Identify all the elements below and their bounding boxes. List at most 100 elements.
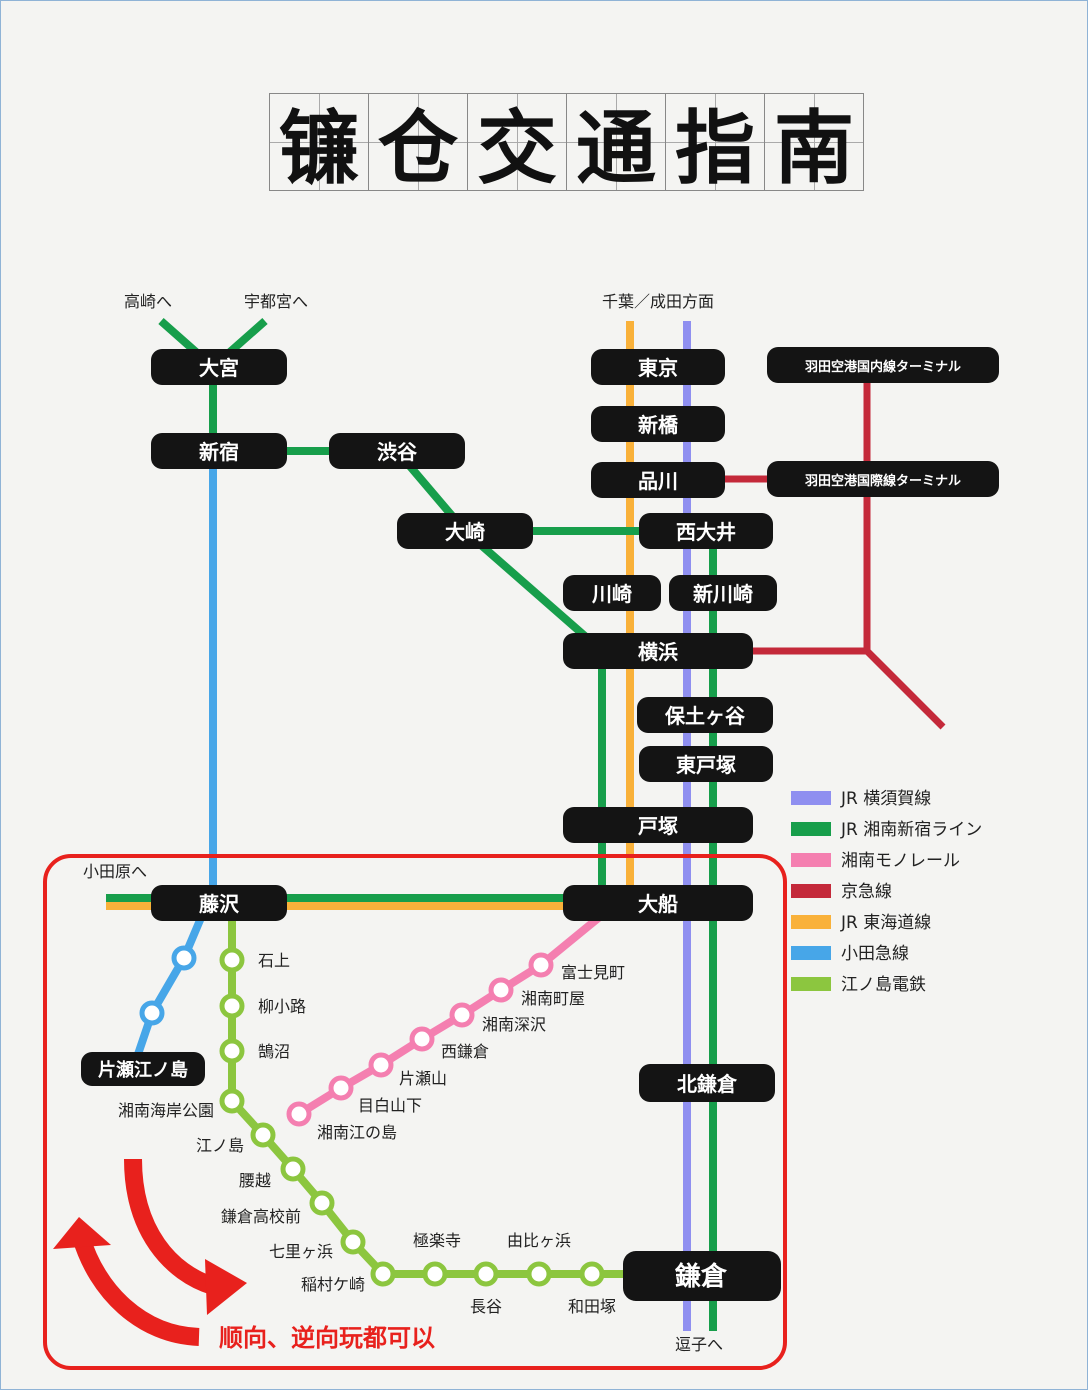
enoden-stop[interactable] [422,1261,448,1287]
station-label: 新宿 [199,440,239,464]
station-yokohama[interactable]: 横浜 [563,633,753,669]
enoden-stop[interactable] [473,1261,499,1287]
enoden-stop[interactable] [219,947,245,973]
station-haneda-international[interactable]: 羽田空港国際線ターミナル [767,461,999,497]
enoden-stop[interactable] [309,1190,335,1216]
station-osaki[interactable]: 大崎 [397,513,533,549]
station-label: 新川崎 [693,582,753,606]
title-char: 通 [566,93,666,195]
legend: JR 横須賀線 JR 湘南新宿ライン 湘南モノレール 京急線 JR 東海道線 小… [791,789,982,995]
stop-label: 西鎌倉 [441,1042,489,1061]
enoden-stop[interactable] [280,1156,306,1182]
enoden-stop[interactable] [340,1229,366,1255]
monorail-stop[interactable] [328,1075,354,1101]
line-keikyu [864,648,946,730]
stop-label: 稲村ケ崎 [301,1275,365,1294]
station-nishioi[interactable]: 西大井 [639,513,773,549]
stop-label: 由比ヶ浜 [507,1231,571,1250]
stop-label: 和田塚 [568,1297,616,1316]
station-label: 大宮 [199,356,239,380]
stop-label: 極楽寺 [413,1231,461,1250]
stop-label: 鎌倉高校前 [221,1207,301,1226]
monorail-stop[interactable] [488,977,514,1003]
station-fujisawa[interactable]: 藤沢 [151,885,287,921]
stop-label: 腰越 [239,1171,271,1190]
station-totsuka[interactable]: 戸塚 [563,807,753,843]
station-kamakura[interactable]: 鎌倉 [623,1251,781,1301]
stop-label: 柳小路 [258,997,306,1016]
station-label: 北鎌倉 [677,1072,738,1096]
station-label: 戸塚 [638,814,678,838]
station-label: 横浜 [638,640,678,664]
line-enoden [228,906,701,1278]
monorail-stop[interactable] [528,952,554,978]
stop-label: 長谷 [470,1297,502,1316]
title-char: 交 [467,93,567,195]
station-label: 東戸塚 [676,753,736,777]
monorail-stop[interactable] [286,1101,312,1127]
stop-label: 七里ヶ浜 [269,1242,333,1261]
monorail-stop[interactable] [449,1002,475,1028]
title-char: 南 [764,93,864,195]
enoden-stop[interactable] [219,1038,245,1064]
stop-label: 片瀬山 [399,1069,447,1088]
station-katase-enoshima[interactable]: 片瀬江ノ島 [81,1052,205,1086]
stop-label: 湘南江の島 [317,1123,397,1142]
legend-label: 小田急線 [841,944,909,964]
legend-swatch [791,884,831,898]
station-label: 品川 [638,469,678,493]
station-label: 大船 [638,892,678,916]
stop-label: 鵠沼 [258,1042,290,1061]
station-label: 片瀬江ノ島 [98,1059,188,1081]
enoden-stop[interactable] [526,1261,552,1287]
monorail-stop[interactable] [368,1052,394,1078]
stop-label: 湘南海岸公園 [118,1101,214,1120]
station-higashitotsuka[interactable]: 東戸塚 [639,746,773,782]
station-haneda-domestic[interactable]: 羽田空港国内線ターミナル [767,347,999,383]
station-shinkawasaki[interactable]: 新川崎 [669,575,777,611]
legend-label: JR 湘南新宿ライン [840,820,982,840]
stop-label: 湘南町屋 [521,989,585,1008]
enoden-stop[interactable] [250,1122,276,1148]
title-char: 镰 [269,93,369,195]
station-omiya[interactable]: 大宮 [151,349,287,385]
station-ofuna[interactable]: 大船 [563,885,753,921]
station-label: 羽田空港国際線ターミナル [805,473,961,489]
station-shibuya[interactable]: 渋谷 [329,433,465,469]
station-tokyo[interactable]: 東京 [591,349,725,385]
line-odakyu [129,904,210,1071]
legend-swatch [791,915,831,929]
station-kitakamakura[interactable]: 北鎌倉 [639,1064,775,1102]
legend-swatch [791,977,831,991]
title-char: 仓 [368,93,468,195]
station-label: 保土ヶ谷 [664,704,746,728]
station-label: 西大井 [676,520,736,544]
odakyu-stop[interactable] [171,945,197,971]
station-label: 東京 [638,356,678,380]
legend-label: 京急線 [841,882,892,902]
legend-swatch [791,946,831,960]
monorail-stop[interactable] [409,1026,435,1052]
clockwise-arrow-icon [124,1158,247,1315]
station-label: 大崎 [445,520,485,544]
station-shinagawa[interactable]: 品川 [591,462,725,498]
enoden-stop[interactable] [370,1261,396,1287]
station-label: 渋谷 [377,440,418,464]
odakyu-stop[interactable] [139,1000,165,1026]
enoden-stop[interactable] [219,993,245,1019]
line-shonan-shinjuku [393,448,606,906]
title-char: 指 [665,93,765,195]
station-label: 鎌倉 [675,1261,728,1292]
station-kawasaki[interactable]: 川崎 [563,575,661,611]
kamakura-area-highlight [43,854,787,1370]
enoden-stop[interactable] [579,1261,605,1287]
station-hodogaya[interactable]: 保土ヶ谷 [637,697,773,733]
station-shinjuku[interactable]: 新宿 [151,433,287,469]
stop-label: 江ノ島 [196,1136,244,1155]
legend-label: 湘南モノレール [841,851,960,871]
station-label: 藤沢 [198,892,240,916]
enoden-stop[interactable] [219,1088,245,1114]
station-shimbashi[interactable]: 新橋 [591,406,725,442]
